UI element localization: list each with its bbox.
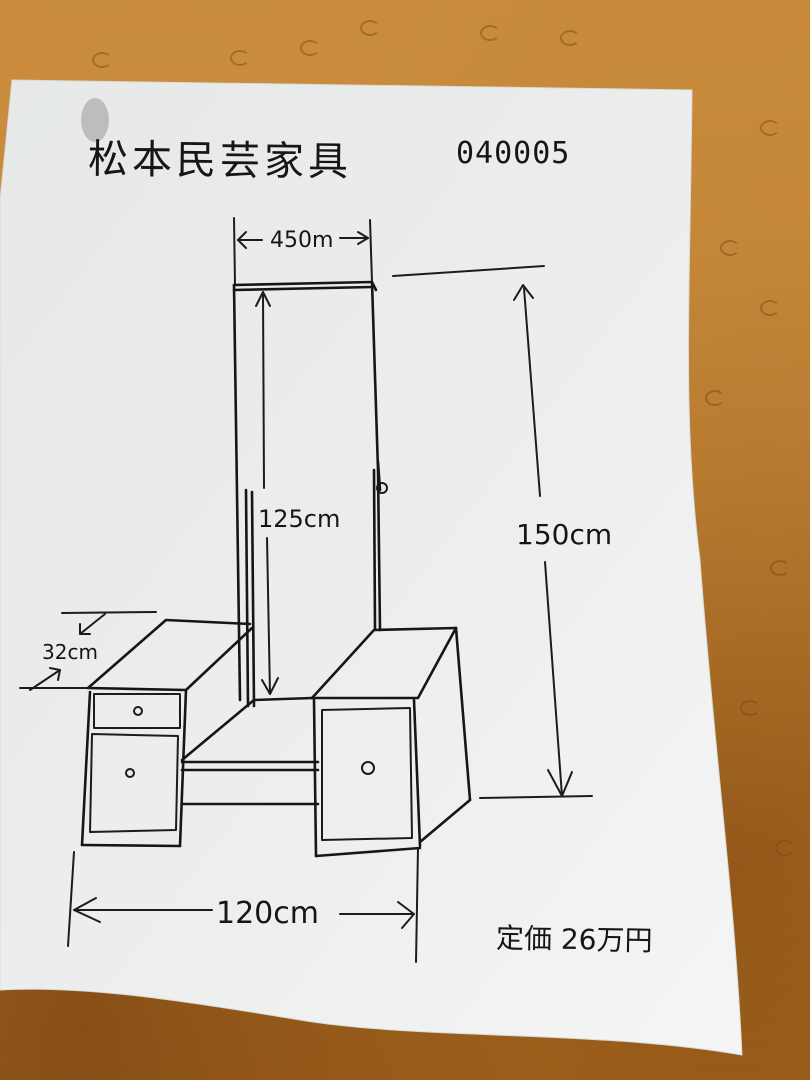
door-knob-icon bbox=[125, 768, 135, 778]
wood-knot bbox=[775, 840, 795, 856]
total-height-dimension bbox=[392, 265, 593, 799]
wood-knot bbox=[230, 50, 250, 66]
door-knob-icon bbox=[361, 761, 375, 775]
total-width-label: 120cm bbox=[216, 896, 319, 931]
total-width-dimension bbox=[67, 847, 419, 963]
mirror-hinge-icon bbox=[376, 482, 388, 494]
mirror-width-label: 450m bbox=[270, 228, 334, 253]
right-cabinet bbox=[310, 626, 472, 858]
wood-knot bbox=[480, 25, 500, 41]
wood-knot bbox=[720, 240, 740, 256]
total-height-label: 150cm bbox=[516, 518, 613, 551]
mirror-height-label: 125cm bbox=[258, 505, 341, 533]
center-recess bbox=[180, 696, 320, 806]
drawer-knob-icon bbox=[133, 706, 143, 716]
maker-title: 松本民芸家具 bbox=[87, 136, 353, 186]
wood-knot bbox=[760, 120, 780, 136]
drawer bbox=[93, 693, 181, 729]
depth-label: 32cm bbox=[42, 640, 98, 664]
wood-knot bbox=[740, 700, 760, 716]
depth-dimension bbox=[19, 611, 157, 691]
price-value: 26万円 bbox=[560, 922, 653, 958]
wood-knot bbox=[760, 300, 780, 316]
mirror-width-dimension bbox=[233, 217, 373, 286]
price-label: 定価 bbox=[495, 921, 553, 956]
ink-smudge bbox=[81, 98, 109, 142]
mirror-height-dimension bbox=[255, 291, 279, 695]
price-note: 定価 26万円 bbox=[496, 917, 653, 960]
wood-knot bbox=[360, 20, 380, 36]
paper bbox=[0, 79, 743, 1056]
product-code: 040005 bbox=[456, 136, 571, 171]
wood-knot bbox=[705, 390, 725, 406]
mirror-frame bbox=[232, 280, 388, 708]
wood-knot bbox=[300, 40, 320, 56]
wood-knot bbox=[770, 560, 790, 576]
wood-knot bbox=[560, 30, 580, 46]
wood-knot bbox=[92, 52, 112, 68]
left-cabinet bbox=[80, 618, 254, 848]
